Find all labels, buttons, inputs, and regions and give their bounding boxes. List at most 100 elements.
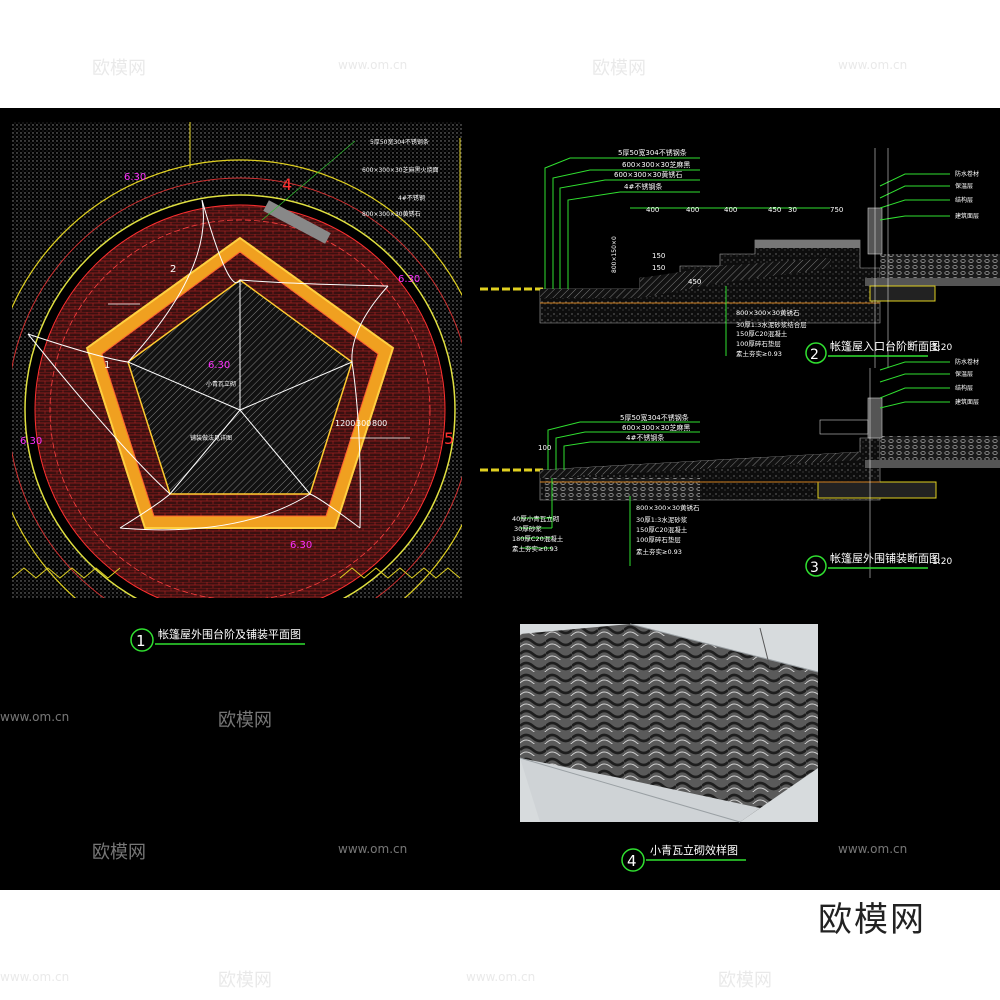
note-label: 铺装做法见详图: [190, 434, 232, 442]
section-3-layers: 800×300×30黄锈石 30厚1:3水泥砂浆 150厚C20混凝土 100厚…: [636, 503, 700, 556]
dimension-label: 750: [830, 206, 843, 214]
title-block-1: 1 帐篷屋外围台阶及铺装平面图: [130, 627, 305, 652]
callout-label: 建筑面层: [955, 398, 979, 406]
watermark-site: www.om.cn: [0, 710, 70, 724]
section-2-dims: 400 400 400 450 30 750 150 150 450 800×1…: [611, 206, 843, 286]
plan-markers: 2 1: [104, 264, 176, 371]
callout-label: 5厚50宽304不锈钢条: [618, 148, 687, 157]
note-label: 600×300×30芝麻黑火烧面: [362, 166, 439, 174]
dimension-label: 150: [652, 264, 665, 272]
note-label: 4#不锈钢: [398, 194, 425, 202]
dimension-label: 400: [686, 206, 699, 214]
callout-label: 600×300×30芝麻黑: [622, 160, 690, 169]
site-plan: [12, 122, 462, 598]
title-scale: 1:20: [932, 343, 952, 353]
plan-dims: 1200 300 800: [335, 419, 387, 428]
layer-label: 40厚小青瓦立砌: [512, 514, 560, 523]
plan-notes: 5厚50宽304不锈钢条 600×300×30芝麻黑火烧面 4#不锈钢 800×…: [190, 138, 439, 442]
callout-label: 4#不锈钢条: [624, 182, 662, 191]
callout-label: 防水卷材: [955, 358, 979, 366]
section-3-labels: 5厚50宽304不锈钢条 600×300×30芝麻黑 4#不锈钢条 100: [538, 413, 690, 452]
elevation-label: 6.30: [290, 540, 312, 551]
dimension-label: 450: [688, 278, 701, 286]
watermark-site: www.om.cn: [0, 970, 70, 984]
marker-label: 2: [170, 264, 176, 275]
callout-label: 5厚50宽304不锈钢条: [620, 413, 689, 422]
watermark-site: www.om.cn: [338, 58, 408, 72]
watermark-site: www.om.cn: [338, 842, 408, 856]
title-block-3: 3 帐篷屋外围铺装断面图 1:20: [805, 551, 952, 577]
title-text: 小青瓦立砌效样图: [650, 843, 738, 857]
layer-label: 素土夯实≥0.93: [512, 544, 558, 553]
dimension-label: 800: [372, 419, 387, 428]
section-mark: 4: [282, 175, 292, 194]
callout-label: 建筑面层: [955, 212, 979, 220]
layer-label: 800×300×30黄锈石: [636, 503, 700, 512]
tile-sample-photo: [519, 623, 819, 823]
title-text: 帐篷屋外围台阶及铺装平面图: [158, 627, 301, 641]
title-number: 2: [810, 347, 819, 363]
watermark-brand: 欧模网: [92, 58, 146, 79]
layer-label: 素土夯实≥0.93: [636, 547, 682, 556]
section-2-labels: 5厚50宽304不锈钢条 600×300×30芝麻黑 600×300×30黄锈石…: [614, 148, 690, 191]
note-label: 800×300×30黄锈石: [362, 210, 421, 218]
section-2-drawing: [480, 148, 1000, 368]
callout-label: 600×300×30芝麻黑: [622, 423, 690, 432]
section-2-layers: 800×300×30黄锈石 30厚1:3水泥砂浆结合层 150厚C20混凝土 1…: [736, 308, 807, 358]
section-mark: 5: [444, 429, 454, 448]
dimension-label: 1200: [335, 419, 355, 428]
section-3-drawing: [480, 361, 1000, 578]
layer-label: 30厚1:3水泥砂浆: [636, 515, 688, 524]
dimension-label: 150: [652, 252, 665, 260]
layer-label: 800×300×30黄锈石: [736, 308, 800, 317]
layer-label: 150厚C20混凝土: [736, 329, 788, 338]
title-scale: 1:20: [932, 557, 952, 567]
marker-label: 1: [104, 360, 110, 371]
layer-label: 素土夯实≥0.93: [736, 349, 782, 358]
dimension-label: 30: [788, 206, 797, 214]
title-number: 3: [810, 560, 819, 576]
dimension-label: 400: [646, 206, 659, 214]
section-3-right-labels: 防水卷材 保温层 结构层 建筑面层: [955, 358, 979, 406]
watermark-brand: 欧模网: [92, 842, 146, 863]
watermark-site: www.om.cn: [466, 970, 536, 984]
dimension-label: 800×150×0: [611, 236, 618, 273]
callout-label: 结构层: [955, 384, 973, 392]
title-text: 帐篷屋入口台阶断面图: [830, 339, 940, 353]
dimension-label: 400: [724, 206, 737, 214]
title-number: 4: [627, 852, 637, 870]
cad-drawing-sheet: 6.30 6.30 6.30 6.30 6.30 2 1 4 5 1200 30…: [0, 108, 1000, 890]
watermark-brand: 欧模网: [218, 970, 272, 991]
title-number: 1: [136, 632, 146, 650]
brand-footer: 欧模网: [818, 900, 926, 940]
title-block-2: 2 帐篷屋入口台阶断面图 1:20: [805, 339, 952, 364]
callout-label: 600×300×30黄锈石: [614, 170, 682, 179]
dimension-label: 450: [768, 206, 781, 214]
dimension-label: 300: [356, 419, 371, 428]
elevation-label: 6.30: [398, 274, 420, 285]
callout-label: 结构层: [955, 196, 973, 204]
callout-label: 保温层: [955, 370, 973, 378]
callout-label: 4#不锈钢条: [626, 433, 664, 442]
callout-label: 保温层: [955, 182, 973, 190]
elevation-label: 6.30: [124, 172, 146, 183]
elevation-label: 6.30: [208, 360, 230, 371]
watermark-brand: 欧模网: [218, 710, 272, 731]
elevation-label: 6.30: [20, 436, 42, 447]
layer-label: 150厚C20混凝土: [636, 525, 688, 534]
section-2-right-labels: 防水卷材 保温层 结构层 建筑面层: [955, 170, 979, 220]
watermark-brand: 欧模网: [592, 58, 646, 79]
layer-label: 100厚碎石垫层: [736, 339, 781, 348]
note-label: 小青瓦立砌: [206, 380, 236, 388]
layer-label: 30厚砂浆: [514, 524, 542, 533]
title-block-4: 4 小青瓦立砌效样图: [621, 843, 746, 872]
watermark-brand: 欧模网: [718, 970, 772, 991]
layer-label: 30厚1:3水泥砂浆结合层: [736, 320, 807, 329]
layer-label: 180厚C20混凝土: [512, 534, 564, 543]
plan-elevations: 6.30 6.30 6.30 6.30 6.30: [20, 172, 420, 551]
title-text: 帐篷屋外围铺装断面图: [830, 551, 940, 565]
callout-label: 防水卷材: [955, 170, 979, 178]
cad-drawing: 6.30 6.30 6.30 6.30 6.30 2 1 4 5 1200 30…: [11, 122, 1000, 872]
dimension-label: 100: [538, 444, 551, 452]
watermark-site: www.om.cn: [838, 842, 908, 856]
